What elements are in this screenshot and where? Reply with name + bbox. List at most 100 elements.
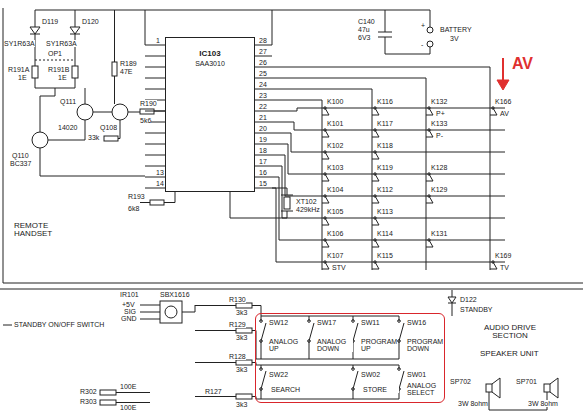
pin-lead xyxy=(145,155,165,156)
part-label: 100E xyxy=(120,404,136,411)
part-label: TV xyxy=(500,264,509,271)
part-label: BATTERY xyxy=(440,26,472,33)
pin-lead xyxy=(145,78,165,79)
part-label: SY1R63A xyxy=(4,40,35,47)
part-label: REMOTE HANDSET xyxy=(14,222,58,238)
key-contact xyxy=(374,107,376,109)
wire xyxy=(114,10,115,104)
part-label: D122 xyxy=(460,296,477,303)
wire xyxy=(497,80,509,90)
wire xyxy=(448,290,456,316)
frame-lines xyxy=(0,8,583,289)
wire xyxy=(272,10,273,45)
pin-lead xyxy=(255,166,272,167)
wire xyxy=(100,390,116,395)
part-label: 27 xyxy=(259,48,267,55)
column-wire xyxy=(272,100,322,270)
part-label: K115 xyxy=(377,252,393,259)
part-label: 22 xyxy=(259,103,267,110)
pin-lead xyxy=(255,45,272,46)
pin-lead xyxy=(255,56,272,57)
pin-lead xyxy=(145,166,165,167)
part-label: 15 xyxy=(259,180,267,187)
part-label: 1 xyxy=(156,37,160,44)
part-label: R127 xyxy=(205,388,222,395)
wire xyxy=(236,394,252,399)
part-label: K113 xyxy=(377,208,393,215)
wire xyxy=(260,368,263,371)
key-contact xyxy=(324,173,326,175)
wire xyxy=(502,58,504,82)
wire xyxy=(30,27,80,34)
wire xyxy=(427,27,433,33)
switch-label: ANALOG DOWN xyxy=(317,338,353,352)
wire xyxy=(165,306,177,318)
part-label: SY1R63A xyxy=(46,40,77,47)
wire xyxy=(398,340,401,343)
key-contact xyxy=(324,107,326,109)
wire xyxy=(145,10,146,45)
av-arrow xyxy=(497,58,509,90)
switch-label: SW02 xyxy=(361,371,380,378)
part-label: 3W 8ohm xyxy=(528,400,558,407)
wire xyxy=(93,112,140,113)
pin-lead xyxy=(145,133,165,134)
part-label: SBX1616 xyxy=(160,291,190,298)
pin-lead xyxy=(255,111,272,112)
wire xyxy=(3,325,12,326)
part-label: 3k3 xyxy=(236,334,247,341)
part-label: K107 xyxy=(327,252,343,259)
key-contact xyxy=(324,195,326,197)
switch-label: SW01 xyxy=(407,371,426,378)
part-label: 3k3 xyxy=(236,309,247,316)
switch-label: SEARCH xyxy=(271,386,307,393)
wire xyxy=(35,10,430,27)
wire xyxy=(398,368,401,371)
part-label: 25 xyxy=(259,70,267,77)
wire xyxy=(35,34,75,66)
wire xyxy=(3,8,583,283)
wire xyxy=(398,320,401,323)
part-label: 17 xyxy=(259,158,267,165)
wire xyxy=(236,328,252,333)
wire xyxy=(0,289,583,290)
part-label: 100E xyxy=(120,383,136,390)
switch-label: SW16 xyxy=(407,319,426,326)
part-label: 21 xyxy=(259,114,267,121)
row-wire xyxy=(272,177,505,240)
key-contact xyxy=(374,173,376,175)
wire xyxy=(35,78,75,88)
wire xyxy=(260,388,263,391)
wire xyxy=(260,320,263,323)
part-label: STANDBY ON/OFF SWITCH xyxy=(14,321,104,328)
part-label: 23 xyxy=(259,92,267,99)
switch-wiring xyxy=(252,306,404,400)
wire xyxy=(40,148,145,176)
part-label: K133 xyxy=(431,120,447,127)
ic-label: SAA3010 xyxy=(195,60,225,67)
part-label: K132 xyxy=(431,98,447,105)
row-wire xyxy=(272,108,505,111)
resistors xyxy=(100,303,252,405)
part-label: K117 xyxy=(377,120,393,127)
pin-lead xyxy=(255,133,272,134)
part-label: OP1 xyxy=(48,50,62,57)
speakers xyxy=(486,378,558,410)
switch-label: ANALOG UP xyxy=(269,338,305,352)
pin-lead xyxy=(145,111,165,112)
wire xyxy=(140,192,175,203)
part-label: 47E xyxy=(120,68,132,75)
wire xyxy=(195,306,236,397)
part-label: Q111 xyxy=(60,98,76,105)
part-label: K102 xyxy=(327,142,343,149)
part-label: 20 xyxy=(259,125,267,132)
column-wire xyxy=(272,67,490,270)
pin-lead xyxy=(145,144,165,145)
part-label: R302 xyxy=(80,388,97,395)
part-label: 3k3 xyxy=(236,401,247,408)
pin-lead xyxy=(255,122,272,123)
row-wire xyxy=(272,133,505,152)
wire xyxy=(308,320,311,323)
key-contact xyxy=(374,195,376,197)
part-label: AV xyxy=(500,110,509,117)
